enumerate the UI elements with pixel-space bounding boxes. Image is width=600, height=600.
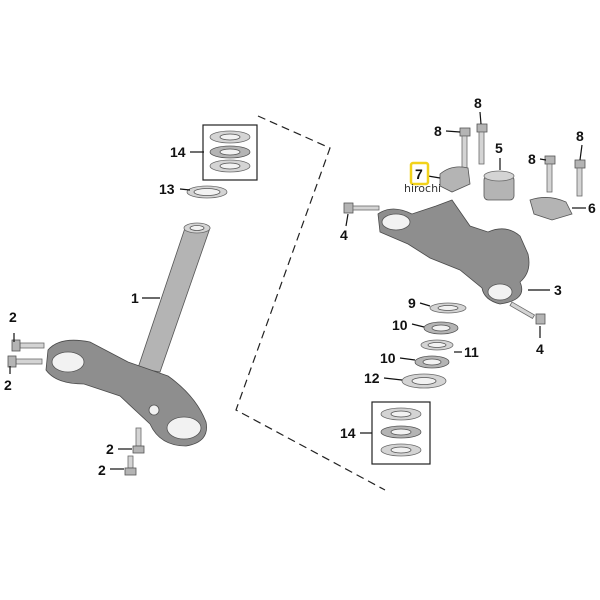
lower-clamp-center-hole (148, 404, 160, 416)
upper-triple-clamp (377, 199, 530, 305)
leader-8c (539, 158, 547, 161)
side-bolt-4-left (343, 202, 380, 214)
callout-7: 7 (415, 166, 423, 182)
callout-2-lower-left: 2 (4, 377, 12, 393)
cover-ring-12-hole (411, 377, 437, 385)
steering-stem-top-hole (189, 225, 205, 231)
assembly-dashed-line (235, 115, 386, 491)
callout-5: 5 (495, 140, 503, 156)
upper-clamp-left-bore (381, 213, 411, 231)
callout-10-upper: 10 (392, 317, 408, 333)
side-bolt-4-right (509, 301, 546, 325)
pinch-bolt-bottom-b (124, 455, 137, 476)
clamp-bolt-8-c (544, 155, 556, 193)
callout-14-bottom: 14 (340, 425, 356, 441)
leader-4a (345, 213, 349, 227)
callout-2-bottom-b: 2 (98, 462, 106, 478)
clamp-bolt-8-b (476, 123, 488, 165)
callout-13: 13 (159, 181, 175, 197)
leader-10b (399, 357, 416, 361)
lower-clamp-left-bore (51, 351, 85, 373)
callout-2-upper-left: 2 (9, 309, 17, 325)
leader-8b (479, 111, 482, 125)
ring-nut-10-upper-hole (431, 324, 451, 332)
callout-8-left: 8 (434, 123, 442, 139)
leader-8a (445, 130, 461, 133)
callout-2-bottom-a: 2 (106, 441, 114, 457)
leader-10a (411, 323, 425, 328)
upper-fork-bridge-assembly (343, 123, 586, 465)
bearing-race-b-lower-hole (390, 446, 412, 454)
bearing-race-b-upper-hole (390, 410, 412, 418)
lower-fork-bridge-assembly (7, 124, 258, 476)
leader-8d (579, 144, 583, 161)
steering-stem-tube (137, 227, 211, 373)
callout-4-left: 4 (340, 227, 348, 243)
clamp-bolt-8-a (459, 127, 471, 169)
callout-6: 6 (588, 200, 596, 216)
washer-9-hole (437, 305, 459, 311)
callout-11: 11 (464, 344, 479, 360)
lock-washer-11-hole (427, 342, 447, 348)
bearing-race-lower-hole (219, 162, 241, 170)
pinch-bolt-lower (7, 355, 43, 368)
callout-12: 12 (364, 370, 380, 386)
upper-clamp-right-bore (487, 283, 513, 301)
bearing-cage-b-hole (390, 428, 412, 436)
callout-3: 3 (554, 282, 562, 298)
callout-8-right-b: 8 (576, 128, 584, 144)
callout-10-lower: 10 (380, 350, 396, 366)
bearing-cage-hole (219, 148, 241, 156)
leader-7 (427, 175, 441, 179)
pinch-bolt-bottom-a (132, 427, 145, 454)
bearing-race-upper-hole (219, 133, 241, 141)
leader-13 (179, 188, 191, 191)
lower-triple-clamp (45, 339, 207, 447)
callout-8-right-a: 8 (528, 151, 536, 167)
callout-1: 1 (131, 290, 139, 306)
callout-9: 9 (408, 295, 416, 311)
leader-9 (419, 302, 431, 307)
callout-14-top: 14 (170, 144, 186, 160)
callout-7-highlight (409, 161, 430, 186)
pinch-bolt-upper (11, 339, 45, 352)
center-cap-top (483, 170, 515, 182)
lower-clamp-right-bore (166, 416, 202, 440)
dust-seal-ring-hole (193, 188, 221, 196)
callout-8-top: 8 (474, 95, 482, 111)
handlebar-clamp-6 (529, 197, 573, 221)
callout-4-right: 4 (536, 341, 544, 357)
handlebar-clamp-7 (439, 166, 471, 193)
clamp-bolt-8-d (574, 159, 586, 197)
watermark-text: hirochi (404, 182, 441, 195)
leader-12 (383, 377, 403, 381)
ring-nut-10-lower-hole (422, 358, 442, 366)
